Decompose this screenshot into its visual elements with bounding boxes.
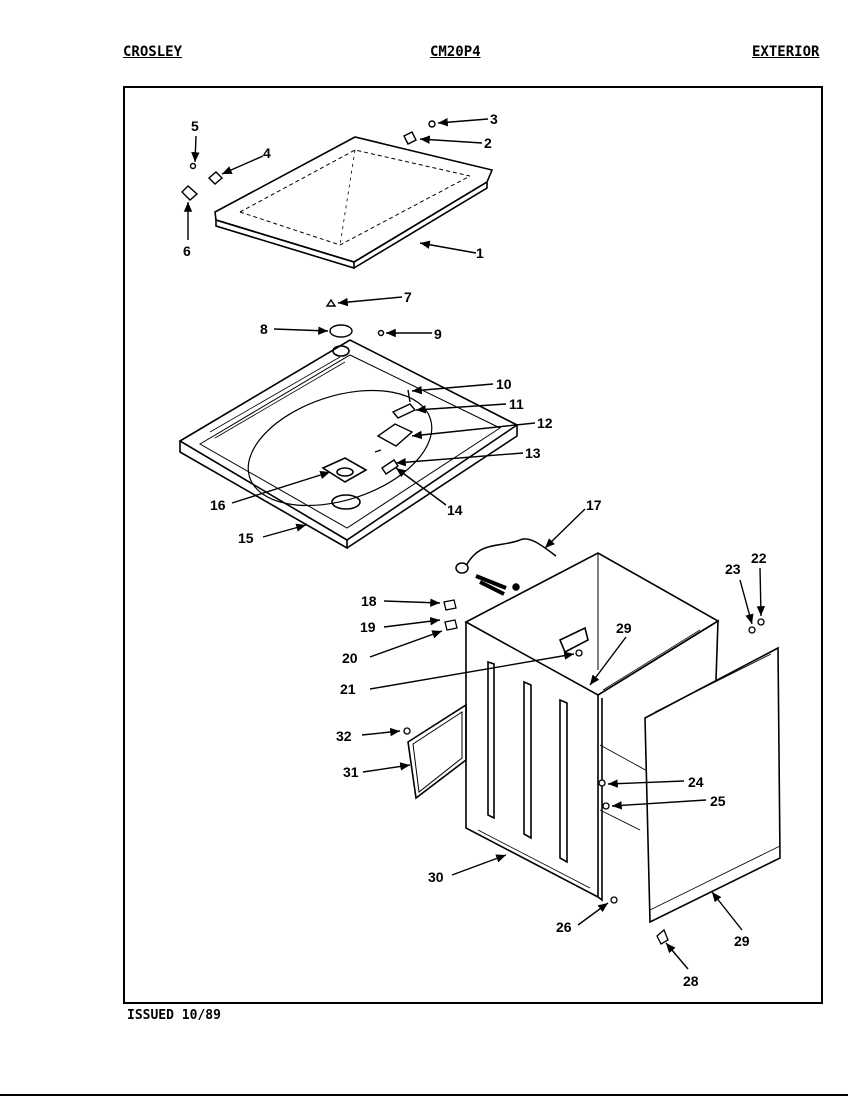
callout-28: 29 bbox=[734, 933, 750, 949]
top-panel bbox=[178, 339, 519, 550]
leader-lines bbox=[183, 118, 765, 970]
callout-27: 28 bbox=[683, 973, 699, 989]
switch-parts bbox=[329, 324, 417, 475]
callout-29: 30 bbox=[428, 869, 444, 885]
callout-32: 32 bbox=[336, 728, 352, 744]
callout-21: 21 bbox=[340, 681, 356, 697]
callout-1: 1 bbox=[476, 245, 484, 261]
callout-19: 19 bbox=[360, 619, 376, 635]
callout-4: 4 bbox=[263, 145, 271, 161]
model-label: CM20P4 bbox=[430, 44, 481, 60]
callout-22: 22 bbox=[751, 550, 767, 566]
callout-14: 14 bbox=[447, 502, 463, 518]
issued-date: ISSUED 10/89 bbox=[127, 1008, 221, 1023]
hinge-parts bbox=[181, 120, 436, 307]
fasteners bbox=[403, 599, 765, 945]
callout-13: 13 bbox=[525, 445, 541, 461]
callout-7: 7 bbox=[404, 289, 412, 305]
callout-26: 26 bbox=[556, 919, 572, 935]
callout-30: 29 bbox=[616, 620, 632, 636]
access-panel bbox=[407, 703, 467, 800]
callout-6: 6 bbox=[183, 243, 191, 259]
callout-17: 17 bbox=[586, 497, 602, 513]
brand-label: CROSLEY bbox=[123, 44, 183, 60]
callout-23: 23 bbox=[725, 561, 741, 577]
callout-11: 11 bbox=[509, 396, 524, 412]
callout-10: 10 bbox=[496, 376, 512, 392]
callout-18: 18 bbox=[361, 593, 377, 609]
callout-12: 12 bbox=[537, 415, 553, 431]
callout-8: 8 bbox=[260, 321, 268, 337]
callout-16: 16 bbox=[210, 497, 226, 513]
callout-5: 5 bbox=[191, 118, 199, 134]
callout-31: 31 bbox=[343, 764, 359, 780]
top-lid bbox=[214, 136, 494, 270]
callout-24: 24 bbox=[688, 774, 704, 790]
callout-20: 20 bbox=[342, 650, 358, 666]
bottom-rule bbox=[0, 1094, 848, 1096]
callout-15: 15 bbox=[238, 530, 254, 546]
rear-panel bbox=[644, 646, 781, 924]
callout-25: 25 bbox=[710, 793, 726, 809]
callout-9: 9 bbox=[434, 326, 442, 342]
diagram-frame bbox=[123, 86, 823, 1004]
section-label: EXTERIOR bbox=[752, 44, 820, 60]
callout-3: 3 bbox=[490, 111, 498, 127]
power-cord bbox=[455, 538, 557, 596]
callout-2: 2 bbox=[484, 135, 492, 151]
callout-numbers: 1 2 3 4 5 6 7 8 9 10 11 12 13 14 16 15 1… bbox=[183, 111, 767, 989]
